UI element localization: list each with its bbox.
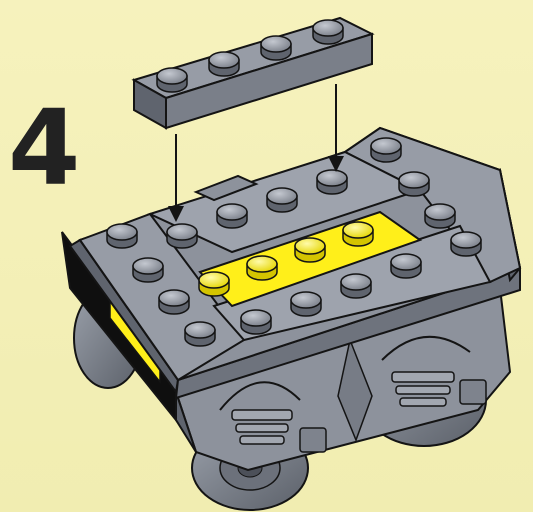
stud xyxy=(399,172,429,196)
yellow-stud xyxy=(247,256,277,280)
down-arrow-icon xyxy=(168,134,184,222)
stud xyxy=(167,224,197,248)
stud xyxy=(185,322,215,346)
plate-stud xyxy=(209,52,239,76)
stud xyxy=(107,224,137,248)
stud xyxy=(391,254,421,278)
plate-stud xyxy=(261,36,291,60)
stud xyxy=(371,138,401,162)
stud xyxy=(241,310,271,334)
down-arrow-icon xyxy=(328,84,344,172)
stud xyxy=(317,170,347,194)
stud xyxy=(451,232,481,256)
stud xyxy=(291,292,321,316)
yellow-stud xyxy=(295,238,325,262)
plate-stud xyxy=(313,20,343,44)
stud xyxy=(341,274,371,298)
stud xyxy=(133,258,163,282)
yellow-stud xyxy=(199,272,229,296)
stud xyxy=(217,204,247,228)
stud xyxy=(425,204,455,228)
stud xyxy=(159,290,189,314)
plate-stud xyxy=(157,68,187,92)
stud xyxy=(267,188,297,212)
yellow-stud xyxy=(343,222,373,246)
